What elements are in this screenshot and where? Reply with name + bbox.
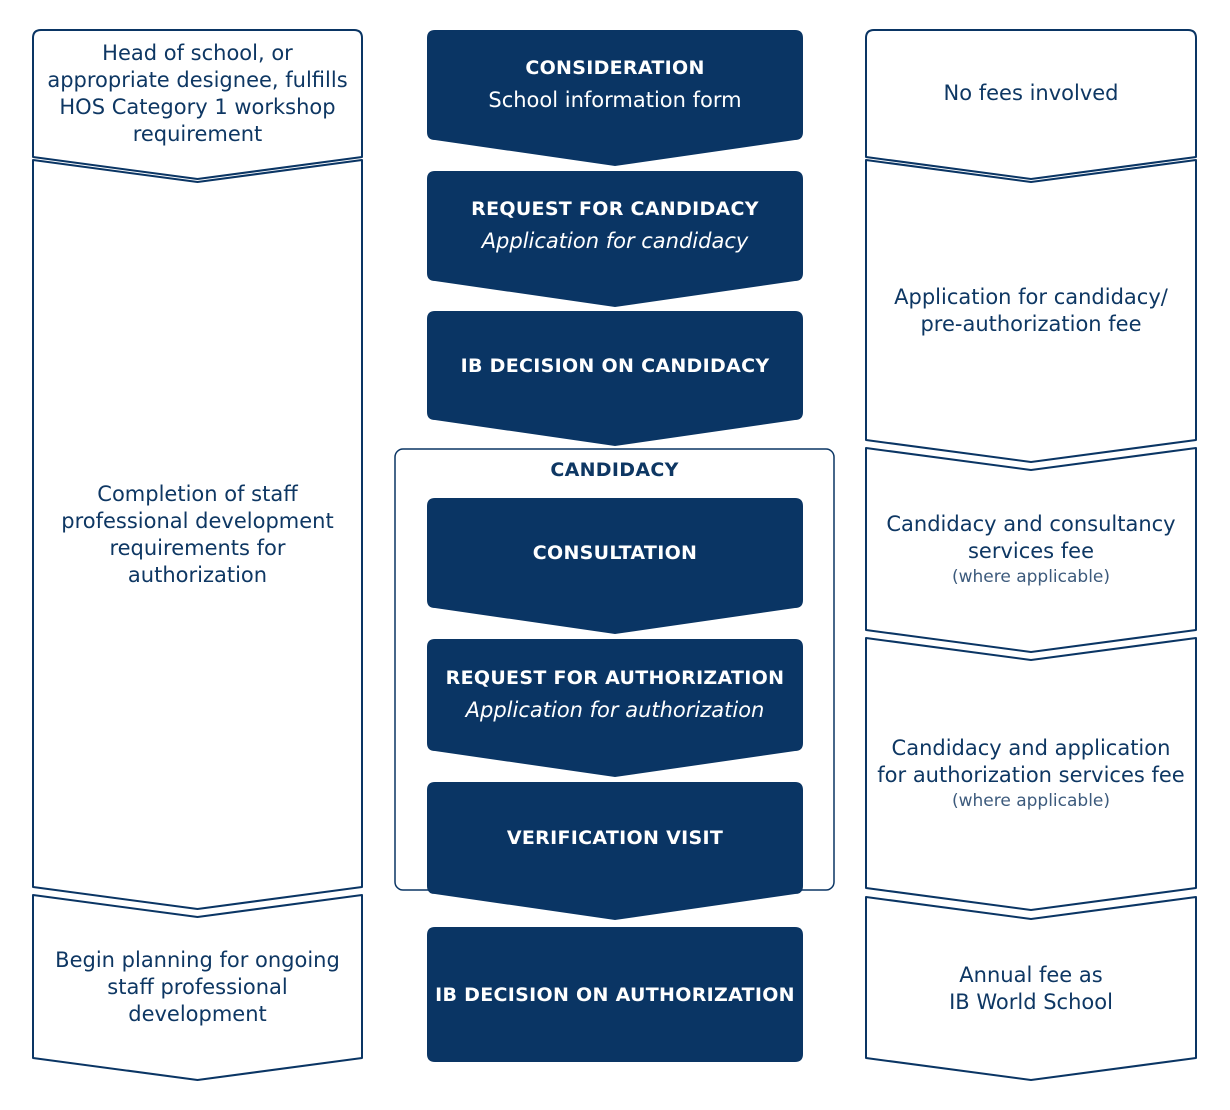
right-text-line: Annual fee as <box>959 962 1103 987</box>
right-fee-text-1: No fees involved <box>870 30 1192 157</box>
step-chevron-6 <box>427 782 803 920</box>
right-text-line: for authorization services fee <box>877 763 1185 787</box>
right-fee-text-2: Application for candidacy/pre-authorizat… <box>870 182 1192 440</box>
right-text-line: pre-authorization fee <box>920 312 1142 336</box>
step-text-5: REQUEST FOR AUTHORIZATION Application for… <box>427 639 803 751</box>
step-title: VERIFICATION VISIT <box>506 827 724 849</box>
step-subtitle: Application for candidacy <box>481 229 749 253</box>
left-text-line: requirement <box>132 121 263 146</box>
step-text-3: IB DECISION ON CANDIDACY <box>427 311 803 420</box>
left-text-line: HOS Category 1 workshop <box>59 94 336 119</box>
step-subtitle: School information form <box>488 88 742 112</box>
step-title: IB DECISION ON AUTHORIZATION <box>435 983 795 1006</box>
right-chevron-3 <box>865 447 1197 653</box>
right-fee-text-3: Candidacy and consultancy services fee (wh… <box>870 470 1192 630</box>
left-text-line: requirements for authorization <box>109 535 286 587</box>
right-text-line: No fees involved <box>943 81 1119 105</box>
left-text-line: Begin planning for ongoing <box>55 948 340 972</box>
right-text-line: Candidacy and consultancy <box>886 512 1176 536</box>
left-text-line: Completion of staff <box>97 481 298 506</box>
step-chevron-2 <box>427 171 803 307</box>
left-chevron-3 <box>32 894 363 1081</box>
step-text-1: CONSIDERATION School information form <box>427 30 803 140</box>
left-text-line: staff professional <box>107 975 288 999</box>
left-chevron-2 <box>32 159 363 910</box>
step-title: CONSULTATION <box>532 542 698 564</box>
right-chevron-1 <box>865 29 1197 180</box>
candidacy-group-label: CANDIDACY <box>550 459 679 481</box>
step-title: REQUEST FOR CANDIDACY <box>471 198 759 220</box>
step-text-4: CONSULTATION <box>427 498 803 608</box>
left-text-line: appropriate designee, fulfills <box>47 67 348 92</box>
left-text-line: Head of school, or <box>102 40 293 65</box>
step-text-2: REQUEST FOR CANDIDACY Application for can… <box>427 171 803 281</box>
right-chevron-5 <box>865 896 1197 1081</box>
left-text-line: professional development <box>61 508 334 533</box>
right-text-line: Application for candidacy/ <box>894 285 1168 309</box>
right-text-line: Candidacy and application <box>891 736 1171 760</box>
right-chevron-2 <box>865 159 1197 463</box>
right-fee-text-4: Candidacy and application for authorizati… <box>870 660 1192 888</box>
step-chevron-5 <box>427 639 803 777</box>
left-step-text-3: Begin planning for ongoing staff professi… <box>37 917 358 1058</box>
step-chevron-3 <box>427 311 803 446</box>
step-text-7: IB DECISION ON AUTHORIZATION <box>427 927 803 1062</box>
step-chevron-1 <box>427 30 803 166</box>
right-text-line: services fee <box>967 539 1095 563</box>
right-fee-note: (where applicable) <box>951 567 1111 587</box>
right-text-line: IB World School <box>949 989 1113 1014</box>
step-title: IB DECISION ON CANDIDACY <box>460 354 770 377</box>
right-chevron-4 <box>865 637 1197 911</box>
step-chevron-4 <box>427 498 803 634</box>
step-subtitle: Application for authorization <box>465 698 765 722</box>
left-chevron-1 <box>32 29 363 180</box>
step-text-6: VERIFICATION VISIT <box>427 782 803 894</box>
right-fee-note: (where applicable) <box>951 791 1111 811</box>
left-text-line: development <box>128 1002 267 1026</box>
step-title: CONSIDERATION <box>525 57 705 79</box>
step-title: REQUEST FOR AUTHORIZATION <box>445 667 785 689</box>
step-chevron-7 <box>427 927 803 1062</box>
